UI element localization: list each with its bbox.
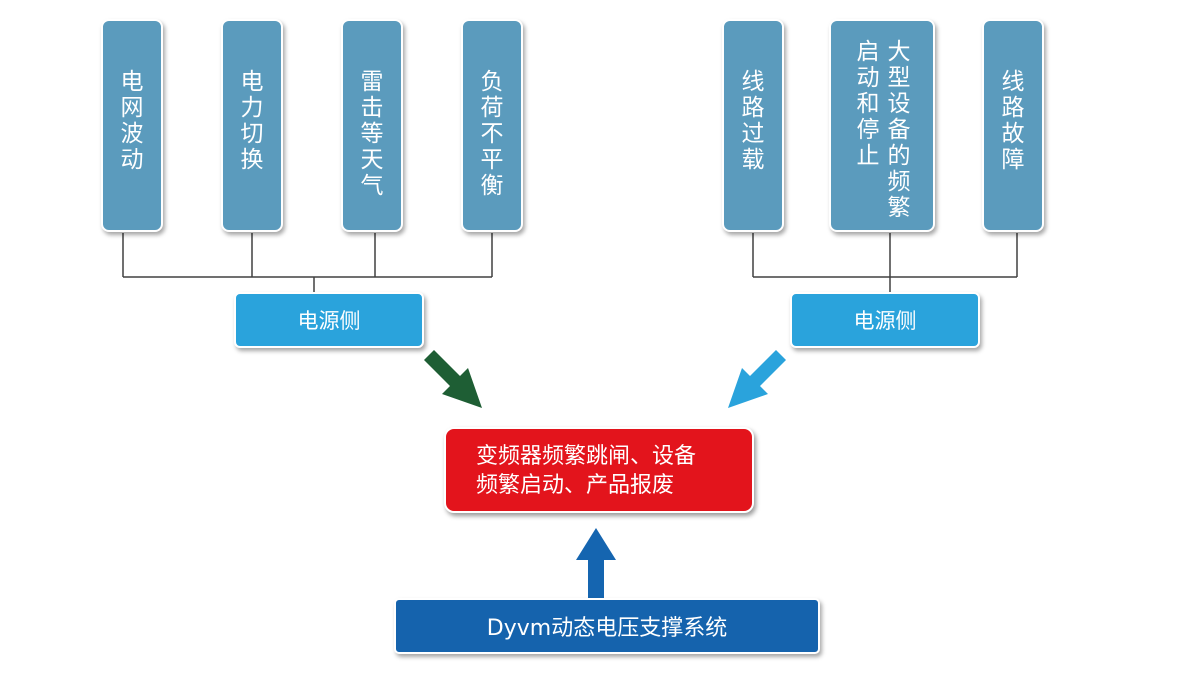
- cause-label: 电力切换: [240, 69, 264, 173]
- cause-box-power-switching: 电力切换: [221, 19, 283, 232]
- source-label: 电源侧: [297, 309, 361, 333]
- up-arrow-icon: [576, 528, 616, 598]
- result-line-2: 频繁启动、产品报废: [476, 473, 675, 498]
- cause-box-grid-fluctuation: 电网波动: [101, 19, 163, 232]
- right-power-source-box: 电源侧: [790, 292, 980, 348]
- result-box: 变频器频繁跳闸、设备 频繁启动、产品报废: [444, 427, 754, 513]
- cause-box-lightning-weather: 雷击等天气: [341, 19, 403, 232]
- source-label: 电源侧: [853, 309, 917, 333]
- cause-label: 负荷不平衡: [480, 69, 504, 199]
- cause-box-load-imbalance: 负荷不平衡: [461, 19, 523, 232]
- cause-box-large-equipment: 大型设备的频繁 启动和停止: [829, 19, 935, 232]
- right-arrow-icon: [728, 350, 786, 408]
- dyvm-system-box: Dyvm动态电压支撑系统: [394, 598, 820, 654]
- cause-label: 雷击等天气: [360, 69, 384, 199]
- cause-label: 线路故障: [1001, 69, 1025, 173]
- system-label: Dyvm动态电压支撑系统: [486, 616, 728, 641]
- cause-label-column-1: 大型设备的频繁: [887, 39, 911, 221]
- left-arrow-icon: [424, 350, 482, 408]
- result-line-1: 变频器频繁跳闸、设备: [476, 444, 697, 469]
- cause-label: 线路过载: [741, 69, 765, 173]
- cause-box-line-overload: 线路过载: [722, 19, 784, 232]
- cause-box-line-fault: 线路故障: [982, 19, 1044, 232]
- left-bracket: [122, 233, 493, 293]
- right-bracket: [752, 233, 1018, 293]
- left-power-source-box: 电源侧: [234, 292, 424, 348]
- cause-label: 电网波动: [120, 69, 144, 173]
- cause-label-column-2: 启动和停止: [856, 39, 880, 169]
